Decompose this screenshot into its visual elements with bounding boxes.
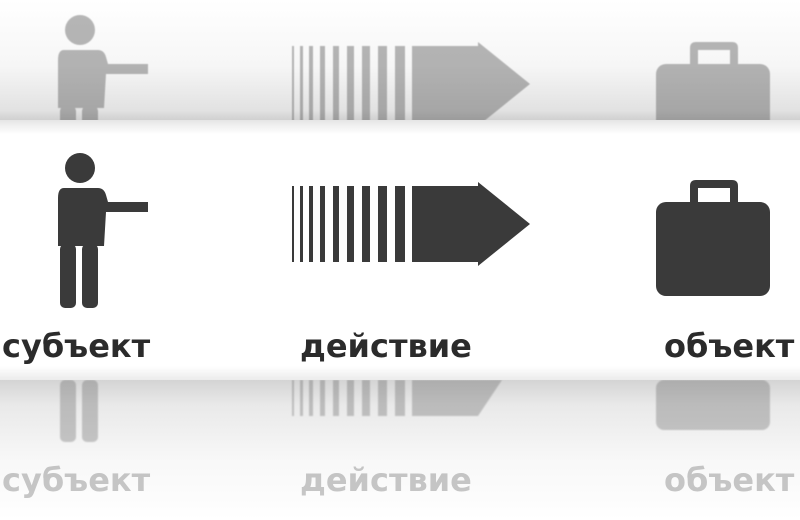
object-label-reflection: объект xyxy=(664,461,795,499)
person-pointing-icon xyxy=(58,15,148,120)
bottom-reflection-strip: субъект действие объект xyxy=(0,380,800,520)
subject-label: субъект xyxy=(2,327,151,365)
striped-arrow-reflection-icon xyxy=(292,380,502,416)
person-pointing-icon xyxy=(58,153,148,308)
main-band-top-shadow xyxy=(0,120,800,134)
striped-arrow-icon xyxy=(292,182,530,266)
action-label: действие xyxy=(300,327,472,365)
main-band-bottom-shadow xyxy=(0,366,800,380)
action-label-reflection: действие xyxy=(300,461,472,499)
subject-label-reflection: субъект xyxy=(2,461,151,499)
suitcase-icon xyxy=(656,42,770,120)
main-band: субъект действие объект xyxy=(0,120,800,380)
suitcase-icon xyxy=(656,180,770,296)
person-legs-reflection-icon xyxy=(60,380,98,442)
object-label: объект xyxy=(664,327,795,365)
suitcase-reflection-icon xyxy=(656,380,770,430)
top-reflection-strip xyxy=(0,0,800,120)
striped-arrow-icon xyxy=(292,42,530,120)
